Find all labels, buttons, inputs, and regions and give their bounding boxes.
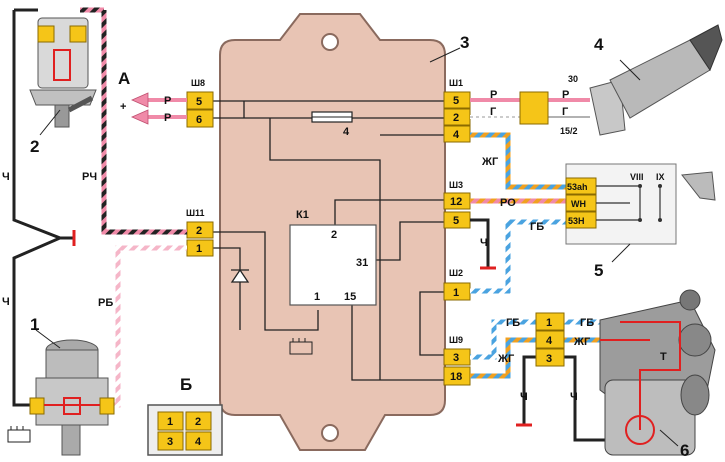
view-b-pin-3: 3 xyxy=(167,436,173,448)
connector-switch4 xyxy=(519,91,549,125)
switch5-ix: IX xyxy=(656,172,665,182)
wiper-motor: T xyxy=(599,289,716,456)
wire-labels: Р Р Р Г Р Г РЧ Ч Ч РБ ЖГ РО Ч ГБ ГБ ЖГ Г… xyxy=(2,89,594,403)
relay-pin-31: 31 xyxy=(356,257,368,269)
switch5-viii: VIII xyxy=(630,172,644,182)
connector-sh3-label: Ш3 xyxy=(449,180,463,190)
wire-label-g-sw4: Г xyxy=(562,106,569,118)
view-b-pin-4: 4 xyxy=(195,436,202,448)
relay-k1-name: К1 xyxy=(296,209,309,221)
washer-valve xyxy=(29,17,97,128)
callout-5: 5 xyxy=(594,261,603,280)
washer-pump xyxy=(29,339,115,456)
motor-connector: 1 4 3 xyxy=(535,312,565,367)
switch5-wh: WH xyxy=(571,199,586,209)
pin-sh8-5: 5 xyxy=(196,96,202,108)
relay-pin-1: 1 xyxy=(314,291,320,303)
switch4-terminal-15-2: 15/2 xyxy=(560,126,578,136)
wire-label-ro: РО xyxy=(500,197,516,209)
wiper-switch: 53ah WH 53H VIII IX xyxy=(565,163,677,245)
wiper-stalk-icon xyxy=(681,171,716,201)
switch5-53h: 53H xyxy=(568,216,585,226)
switch4-terminal-30: 30 xyxy=(568,74,578,84)
diode xyxy=(230,268,250,283)
pin-sh2-1: 1 xyxy=(453,287,459,299)
pin-sh3-5: 5 xyxy=(453,215,459,227)
wire-label-ch-top: Ч xyxy=(2,171,10,183)
connector-sh9: Ш9 3 18 xyxy=(443,335,471,386)
switch5-53ah: 53ah xyxy=(567,182,588,192)
pin-motor-1: 1 xyxy=(546,317,552,329)
relay-pin-15: 15 xyxy=(344,291,356,303)
pin-sh9-18: 18 xyxy=(450,371,462,383)
pin-motor-4: 4 xyxy=(546,335,553,347)
connector-sh9-label: Ш9 xyxy=(449,335,463,345)
pin-sh11-1: 1 xyxy=(196,243,202,255)
external-wires xyxy=(12,7,620,442)
callout-6: 6 xyxy=(680,441,689,460)
connector-sh8: Ш8 5 6 xyxy=(186,78,214,128)
connector-sh1: Ш1 5 2 4 xyxy=(443,78,471,143)
wire-label-ch-sh3: Ч xyxy=(480,237,488,249)
wire-label-ch-m2: Ч xyxy=(570,391,578,403)
connector-sh2-label: Ш2 xyxy=(449,268,463,278)
relay-k1: К1 2 31 1 15 xyxy=(289,209,377,306)
pin-sh1-2: 2 xyxy=(453,112,459,124)
view-a-label: А xyxy=(118,69,130,88)
wire-label-p-sw4: Р xyxy=(562,89,569,101)
wire-label-rch: РЧ xyxy=(82,171,97,183)
view-b-connector: Б 1 2 3 4 xyxy=(147,375,223,456)
connector-sh2: Ш2 1 xyxy=(443,268,471,301)
callout-4: 4 xyxy=(594,35,604,54)
connector-sh1-label: Ш1 xyxy=(449,78,463,88)
wire-label-rb: РБ xyxy=(98,297,113,309)
ignition-switch: 30 15/2 xyxy=(560,24,723,136)
pin-sh3-12: 12 xyxy=(450,196,462,208)
connector-sh11: Ш11 2 1 xyxy=(186,208,214,257)
view-b-pin-2: 2 xyxy=(195,416,201,428)
wire-label-p-sh1: Р xyxy=(490,89,497,101)
arrow-icon xyxy=(131,92,149,125)
wire-label-zhg2: ЖГ xyxy=(497,353,515,365)
view-b-label: Б xyxy=(180,375,192,394)
pin-sh1-4: 4 xyxy=(453,129,460,141)
pin-sh9-3: 3 xyxy=(453,352,459,364)
fuse: 4 xyxy=(311,111,353,138)
connector-sh3: Ш3 12 5 xyxy=(443,180,471,229)
callout-1: 1 xyxy=(30,315,39,334)
relay-ground-symbol xyxy=(289,338,313,355)
wire-label-gb2: ГБ xyxy=(506,317,520,329)
wire-label-zhg1: ЖГ xyxy=(481,156,499,168)
wire-label-ch-m1: Ч xyxy=(520,391,528,403)
wire-label-g-sh1: Г xyxy=(490,106,497,118)
plus-sign: + xyxy=(120,101,126,113)
callouts: 2 1 3 4 5 6 xyxy=(30,33,689,460)
motor-terminal-t: T xyxy=(660,351,667,363)
pin-sh11-2: 2 xyxy=(196,225,202,237)
view-b-pin-1: 1 xyxy=(167,416,173,428)
connector-sh11-label: Ш11 xyxy=(186,208,205,218)
wire-label-ch-bottom: Ч xyxy=(2,296,10,308)
wire-label-p-a: Р xyxy=(164,95,171,107)
pin-motor-3: 3 xyxy=(546,353,552,365)
relay-pin-2: 2 xyxy=(331,229,337,241)
wire-label-gb1: ГБ xyxy=(530,221,544,233)
callout-2: 2 xyxy=(30,137,39,156)
wire-label-zhg3: ЖГ xyxy=(573,336,591,348)
pin-sh8-6: 6 xyxy=(196,114,202,126)
wire-label-gb3: ГБ xyxy=(580,317,594,329)
pin-sh1-5: 5 xyxy=(453,95,459,107)
wire-label-p-a2: Р xyxy=(164,112,171,124)
pump-ground-symbol xyxy=(7,426,31,443)
callout-3: 3 xyxy=(460,33,469,52)
fuse-label: 4 xyxy=(343,126,350,138)
connector-sh8-label: Ш8 xyxy=(191,78,205,88)
